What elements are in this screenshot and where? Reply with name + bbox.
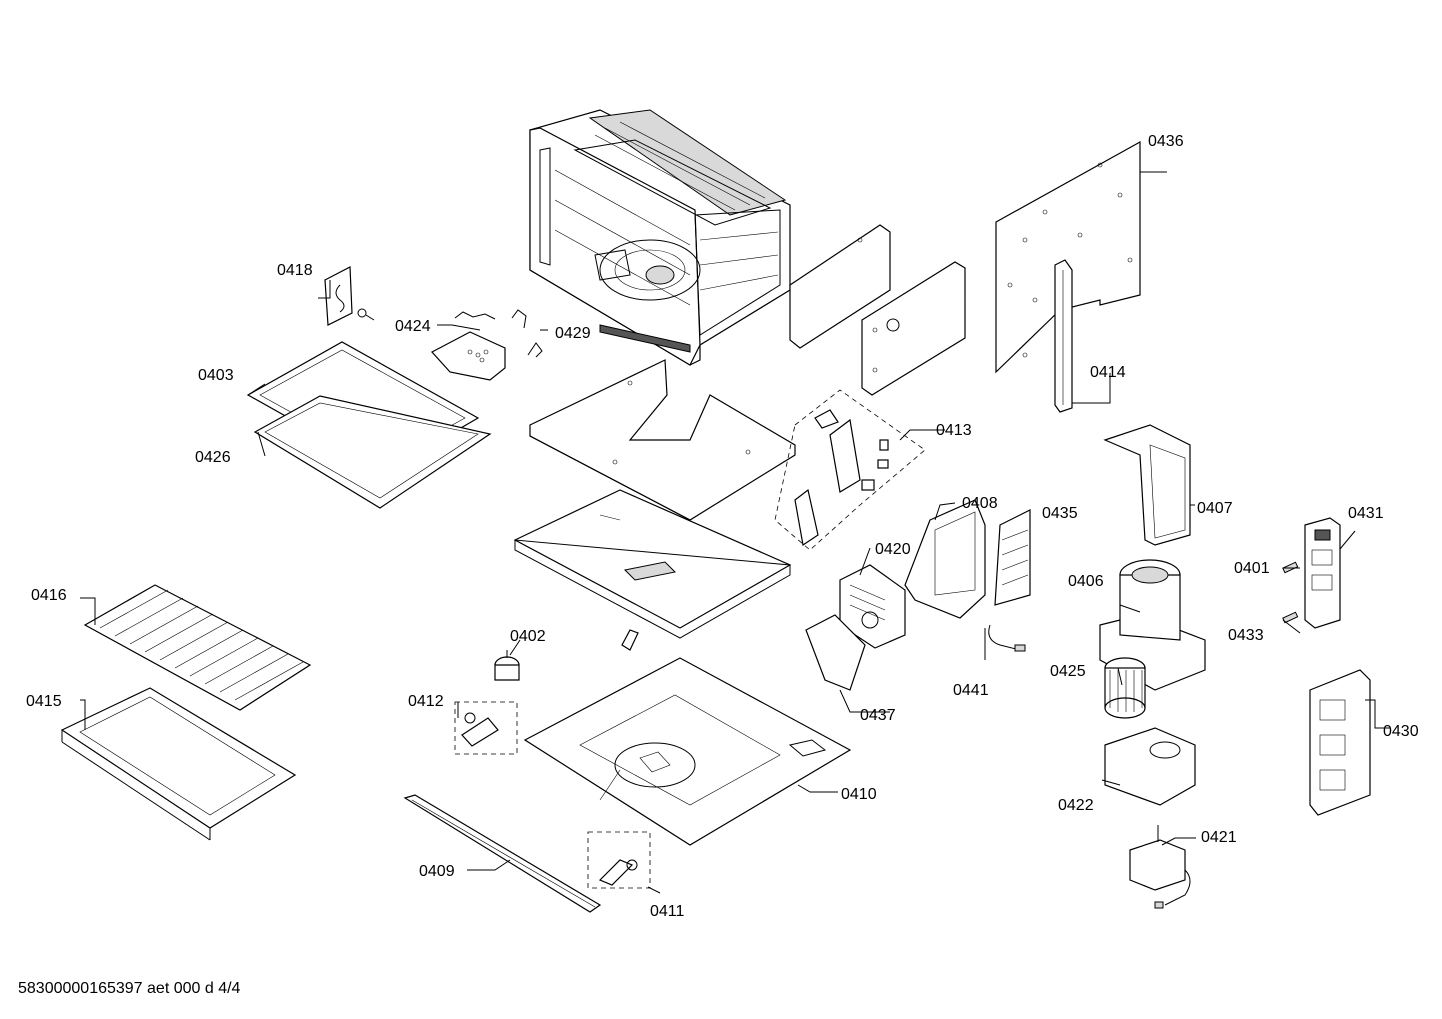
label-0401: 0401 — [1234, 560, 1270, 577]
label-0409: 0409 — [419, 863, 455, 880]
label-0441: 0441 — [953, 682, 989, 699]
small-motor — [494, 650, 520, 681]
label-0403: 0403 — [198, 367, 234, 384]
label-0435: 0435 — [1042, 505, 1078, 522]
label-0416: 0416 — [31, 587, 67, 604]
control-board — [1304, 517, 1341, 629]
label-0412: 0412 — [408, 693, 444, 710]
label-0431: 0431 — [1348, 505, 1384, 522]
label-0437: 0437 — [860, 707, 896, 724]
document-footer-code: 58300000165397 aet 000 d 4/4 — [18, 980, 241, 997]
bottom-tray — [513, 489, 792, 639]
leader-lines — [80, 171, 1390, 894]
label-0422: 0422 — [1058, 797, 1094, 814]
clips — [454, 309, 543, 358]
pin-0401 — [1282, 561, 1299, 574]
label-0426: 0426 — [195, 449, 231, 466]
label-0424: 0424 — [395, 318, 431, 335]
power-board — [1309, 669, 1371, 816]
label-0421: 0421 — [1201, 829, 1237, 846]
long-strip — [403, 794, 602, 913]
cover-sheet — [805, 614, 866, 691]
door-seal — [253, 395, 492, 509]
label-0429: 0429 — [555, 325, 591, 342]
air-louver — [994, 509, 1031, 606]
small-plate — [324, 266, 375, 326]
part-labels: 0436 0414 0418 0424 0429 0403 0426 0413 … — [26, 133, 1419, 920]
cavity-top-cover — [529, 359, 796, 521]
label-0425: 0425 — [1050, 663, 1086, 680]
label-0418: 0418 — [277, 262, 313, 279]
fan-duct — [1103, 424, 1191, 546]
label-0408: 0408 — [962, 495, 998, 512]
fan-wheel — [1104, 657, 1146, 719]
label-0420: 0420 — [875, 541, 911, 558]
label-0433: 0433 — [1228, 627, 1264, 644]
label-0413: 0413 — [936, 422, 972, 439]
bracket-right — [587, 831, 651, 889]
label-0410: 0410 — [841, 786, 877, 803]
oven-cavity — [529, 109, 791, 366]
baking-tray — [60, 687, 297, 841]
lamp-cover — [431, 331, 506, 381]
label-0407: 0407 — [1197, 500, 1233, 517]
base-plate — [523, 657, 852, 846]
wire-harness — [988, 624, 1026, 652]
fan-motor — [1129, 825, 1191, 909]
door-switch-group — [774, 389, 926, 551]
side-panel-right — [861, 261, 966, 396]
label-0406: 0406 — [1068, 573, 1104, 590]
label-0414: 0414 — [1090, 364, 1126, 381]
label-0430: 0430 — [1383, 723, 1419, 740]
label-0415: 0415 — [26, 693, 62, 710]
bracket-left — [454, 701, 518, 755]
small-pin — [621, 629, 639, 651]
rear-panel — [995, 140, 1141, 374]
vertical-strip — [1054, 259, 1073, 413]
label-0402: 0402 — [510, 628, 546, 645]
label-0411: 0411 — [650, 903, 685, 920]
wire-rack — [83, 584, 312, 711]
side-panel-small — [789, 224, 891, 349]
fan-housing — [1104, 727, 1196, 806]
label-0436: 0436 — [1148, 133, 1184, 150]
fan-housing-bracket — [904, 499, 986, 619]
